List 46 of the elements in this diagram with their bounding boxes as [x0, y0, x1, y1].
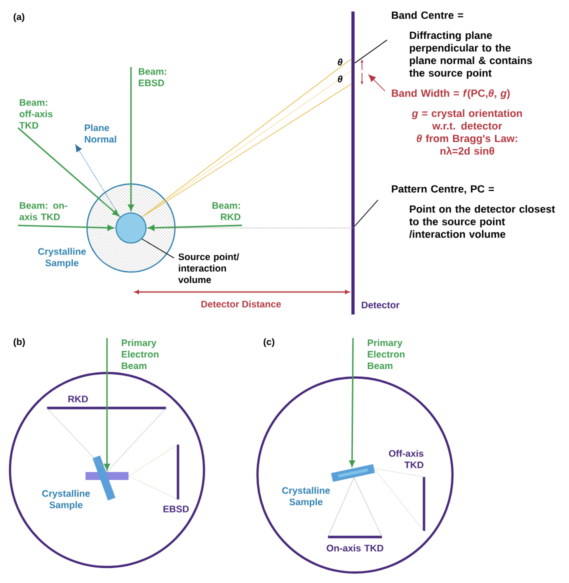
- band-centre-note: Band Centre = Diffracting plane perpendicular to the plane normal & contains the source point: [392, 11, 532, 79]
- source-point-circle: [116, 212, 146, 244]
- panel-label: (c): [264, 338, 274, 348]
- ray-line: [354, 40, 388, 64]
- pattern-centre-note: Pattern Centre, PC = Point on the detector closest to the source point /interaction volume: [392, 185, 555, 238]
- angle-label: θ: [338, 58, 342, 66]
- ray-line: [106, 408, 167, 472]
- beam-label: Beam: EBSD: [138, 68, 166, 86]
- detector-label: Detector: [362, 302, 400, 308]
- detector-label: Off-axis TKD: [388, 450, 424, 468]
- source-point-label: Source point/ interaction volume: [178, 253, 240, 284]
- ray-line: [327, 477, 354, 538]
- beam-label: Beam: RKD: [212, 202, 240, 220]
- arrow: [349, 338, 355, 467]
- leader-line: [368, 74, 386, 92]
- ray-line: [354, 477, 383, 538]
- chamber-circle: [8, 372, 206, 568]
- sample-label: Crystalline Sample: [38, 248, 86, 268]
- beam-label: Beam: on-axis TKD: [19, 202, 68, 220]
- arrow: [128, 67, 134, 211]
- ray-line: [128, 476, 178, 500]
- ray-line: [142, 238, 174, 258]
- plane-normal-label: Plane Normal: [84, 124, 116, 143]
- detector-label: RKD: [68, 396, 88, 402]
- ray-line: [374, 468, 424, 478]
- chamber-circle: [256, 376, 454, 574]
- arrow: [75, 144, 120, 218]
- arrow: [148, 224, 242, 231]
- arrow: [18, 224, 114, 231]
- detector-label: On-axis TKD: [326, 544, 384, 552]
- panel-label: (a): [14, 13, 24, 22]
- ray-line: [46, 408, 108, 472]
- beam-label: Primary Electron Beam: [122, 339, 158, 370]
- beam-label: Primary Electron Beam: [368, 339, 404, 370]
- detector-label: EBSD: [164, 506, 189, 512]
- arrow: [18, 127, 119, 216]
- ray-line: [128, 444, 178, 476]
- dimension-label: Detector Distance: [201, 300, 281, 308]
- band-width-note: Band Width = f(PC,θ, g) g = crystal orientation w.r.t. detector θ from Bragg's Law: nλ=2d sinθ: [392, 89, 522, 155]
- angle-label: θ: [338, 76, 342, 82]
- beam-label: Beam: off-axis TKD: [19, 99, 52, 129]
- arrow: [104, 338, 110, 470]
- sample-label: Crystalline Sample: [282, 486, 330, 508]
- panel-label: (b): [14, 338, 25, 348]
- sample-label: Crystalline Sample: [42, 490, 90, 510]
- ray-line: [354, 200, 378, 226]
